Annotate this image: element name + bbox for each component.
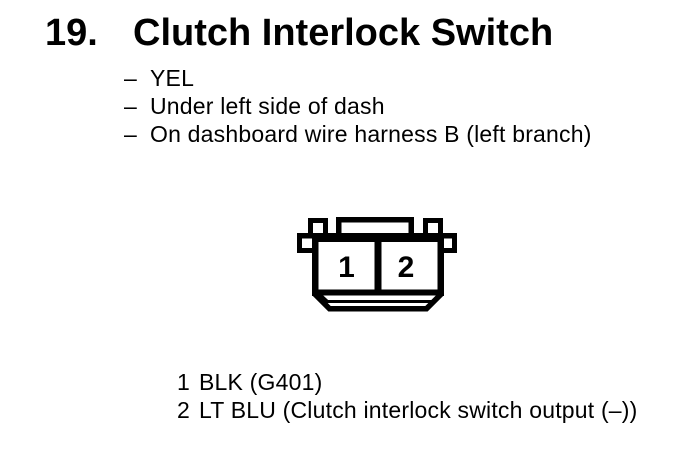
section-number: 19. bbox=[45, 12, 98, 54]
connector-left-tab-hole bbox=[313, 223, 323, 233]
connector-right-tab-hole bbox=[428, 223, 438, 233]
pin-legend: 1 BLK (G401) 2 LT BLU (Clutch interlock … bbox=[177, 368, 638, 424]
bullet-list: – YEL – Under left side of dash – On das… bbox=[124, 64, 592, 148]
connector-skirt-inner-line bbox=[319, 293, 441, 303]
bullet-text: YEL bbox=[150, 65, 195, 91]
bullet-text: Under left side of dash bbox=[150, 93, 385, 119]
connector-right-wing-outer bbox=[452, 233, 457, 253]
pin-legend-row: 1 BLK (G401) bbox=[177, 368, 638, 396]
connector-drawing: 1 2 bbox=[297, 217, 457, 312]
pin-label: BLK (G401) bbox=[199, 369, 323, 395]
bullet-item-wire-color: – YEL bbox=[124, 64, 592, 92]
connector-right-wall bbox=[437, 233, 444, 296]
connector-left-wall bbox=[312, 233, 319, 296]
section-title: Clutch Interlock Switch bbox=[133, 12, 554, 54]
cavity-1-label: 1 bbox=[338, 251, 355, 284]
connector-cavity-bottom bbox=[312, 289, 444, 296]
cavity-2-label: 2 bbox=[398, 251, 415, 284]
connector-cavity-divider bbox=[374, 238, 382, 295]
bullet-dash: – bbox=[124, 65, 137, 91]
pin-number: 1 bbox=[177, 369, 190, 395]
pin-legend-row: 2 LT BLU (Clutch interlock switch output… bbox=[177, 396, 638, 424]
connector-diagram: 1 2 bbox=[290, 210, 465, 318]
pin-number: 2 bbox=[177, 397, 190, 423]
connector-bottom-skirt bbox=[312, 291, 444, 312]
section-heading: 19. Clutch Interlock Switch bbox=[45, 14, 553, 52]
connector-cavity-top bbox=[312, 233, 444, 242]
bullet-item-location: – Under left side of dash bbox=[124, 92, 592, 120]
bullet-item-harness: – On dashboard wire harness B (left bran… bbox=[124, 120, 592, 148]
connector-center-latch-hole bbox=[341, 222, 409, 233]
bullet-text: On dashboard wire harness B (left branch… bbox=[150, 121, 592, 147]
connector-left-wing-bottom bbox=[297, 248, 313, 253]
connector-right-wing-bottom bbox=[441, 248, 457, 253]
connector-left-wing-outer bbox=[297, 233, 302, 253]
bullet-dash: – bbox=[124, 121, 137, 147]
bullet-dash: – bbox=[124, 93, 137, 119]
pin-label: LT BLU (Clutch interlock switch output (… bbox=[199, 397, 638, 423]
